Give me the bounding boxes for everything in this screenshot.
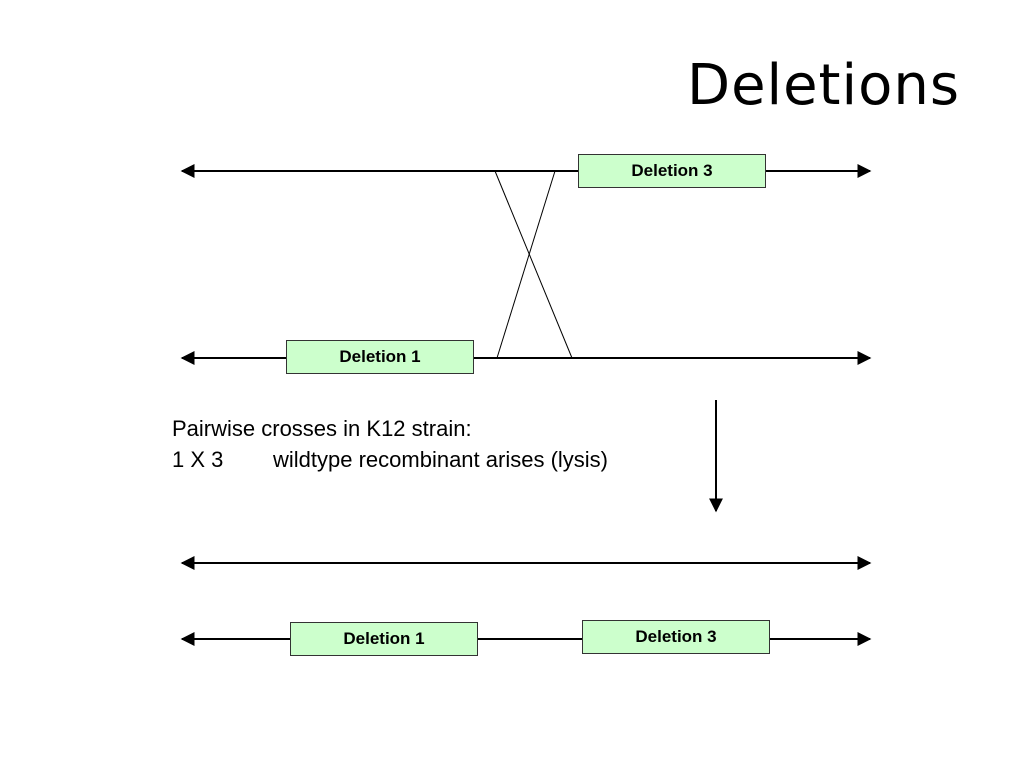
caption-line-2-result: wildtype recombinant arises (lysis): [273, 447, 608, 472]
crossover-line-a: [494, 170, 573, 359]
deletion-1-box-bottom: Deletion 1: [290, 622, 478, 656]
deletion-3-box-top: Deletion 3: [578, 154, 766, 188]
deletion-1-box-middle: Deletion 1: [286, 340, 474, 374]
caption-line-2-cross: 1 X 3: [172, 447, 224, 472]
crossover-line-b: [496, 170, 556, 359]
slide-title: Deletions: [686, 53, 960, 118]
deletion-3-box-bottom: Deletion 3: [582, 620, 770, 654]
caption-line-1: Pairwise crosses in K12 strain:: [172, 416, 472, 441]
